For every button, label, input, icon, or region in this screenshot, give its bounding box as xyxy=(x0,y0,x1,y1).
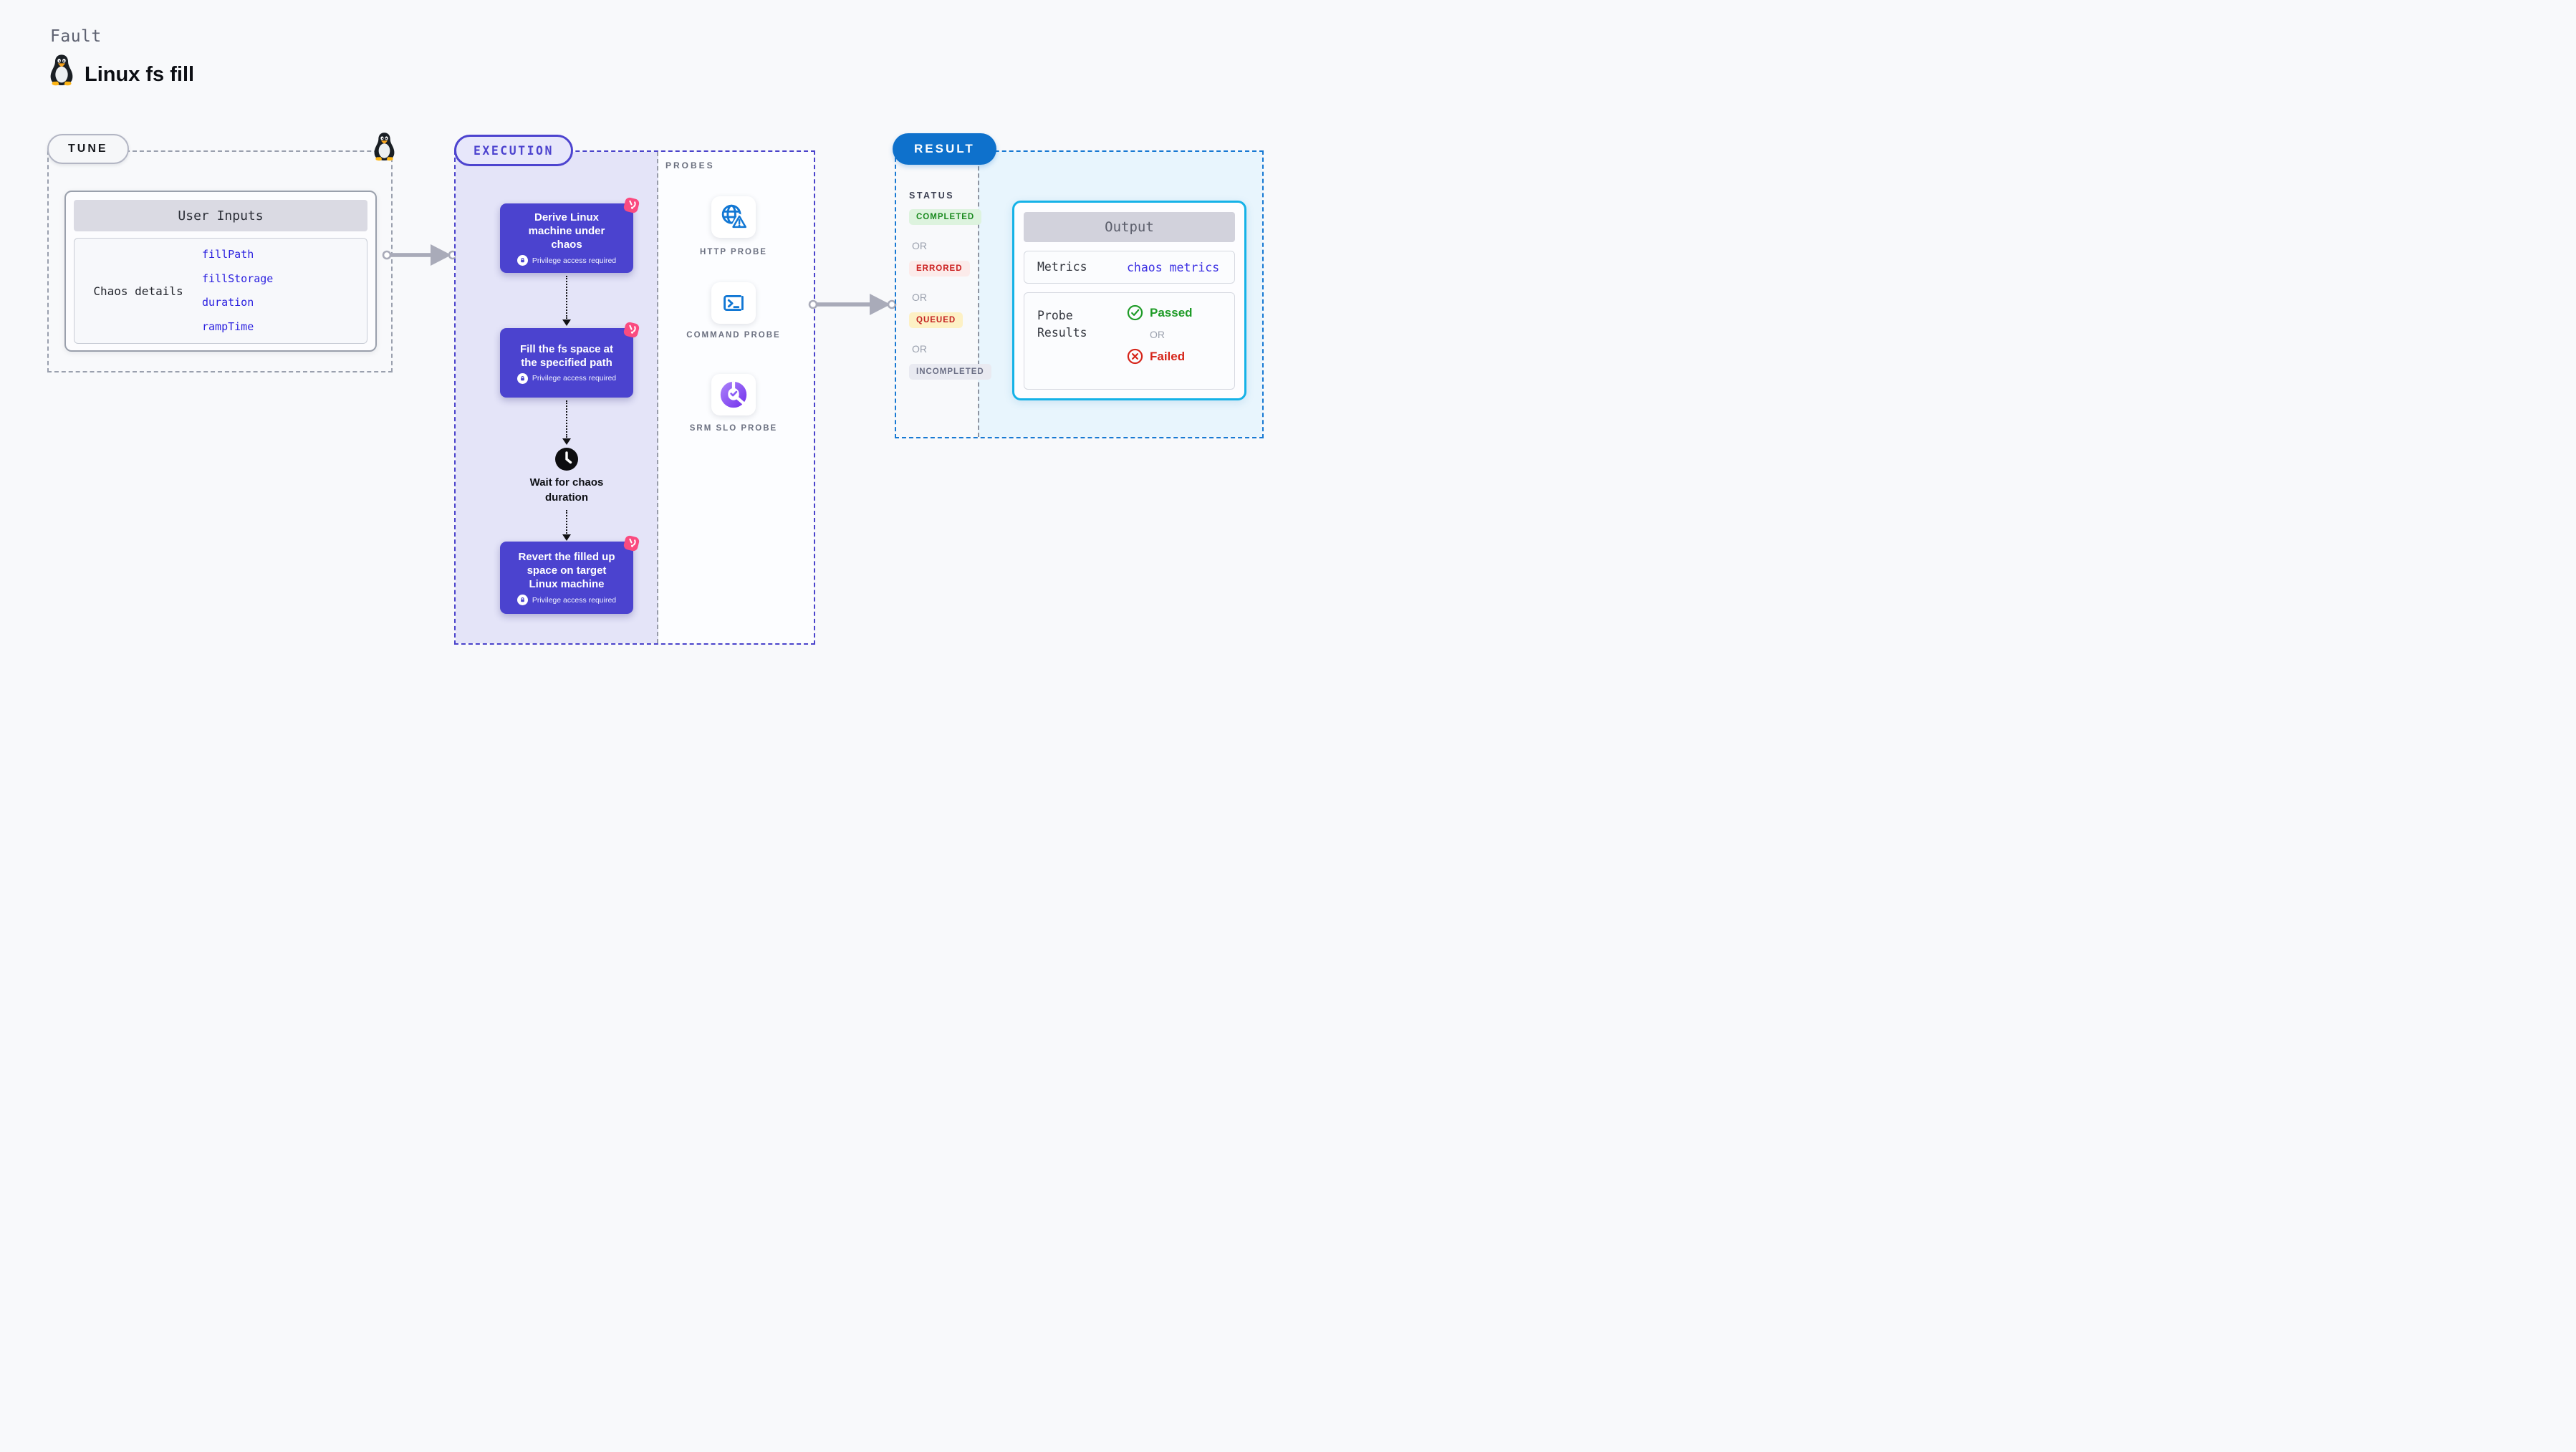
flow-connector-arrowhead xyxy=(562,319,571,326)
probe-label-srm-slo: SRM SLO PROBE xyxy=(689,424,778,433)
or-separator: OR xyxy=(912,292,927,303)
flow-node-revert-space[interactable]: Revert the filled up space on target Lin… xyxy=(500,535,640,614)
chaos-burst-icon xyxy=(623,322,640,338)
passed-line: Passed xyxy=(1127,304,1193,321)
probe-results-row: Probe Results Passed OR Failed xyxy=(1024,292,1235,390)
flow-connector-arrowhead xyxy=(562,438,571,445)
x-circle-icon xyxy=(1127,348,1143,365)
field-ramptime[interactable]: rampTime xyxy=(202,319,254,333)
probe-results-values: Passed OR Failed xyxy=(1127,293,1193,365)
privilege-note: Privilege access required xyxy=(516,255,617,266)
arrow-right-connector xyxy=(808,294,897,315)
probe-label-http: HTTP PROBE xyxy=(700,248,767,256)
fault-kicker: Fault xyxy=(50,27,102,46)
flow-node-derive-machine[interactable]: Derive Linux machine under chaos Privile… xyxy=(500,197,640,273)
probe-label-command: COMMAND PROBE xyxy=(686,331,781,340)
field-duration[interactable]: duration xyxy=(202,296,254,309)
flow-node-fill-fs[interactable]: Fill the fs space at the specified path … xyxy=(500,322,640,398)
execution-section-pill: EXECUTION xyxy=(454,135,573,166)
result-section-pill: RESULT xyxy=(893,133,996,165)
flow-connector-line xyxy=(566,276,567,319)
page-title: Linux fs fill xyxy=(85,63,195,86)
privilege-note-text: Privilege access required xyxy=(532,256,617,265)
probe-card-http[interactable] xyxy=(711,196,756,238)
or-separator: OR xyxy=(912,343,927,355)
passed-text: Passed xyxy=(1150,305,1193,319)
linux-penguin-icon xyxy=(374,133,395,161)
user-inputs-card: User Inputs Chaos details fillPath fillS… xyxy=(64,191,377,352)
privilege-note: Privilege access required xyxy=(516,372,617,384)
arrow-right-connector xyxy=(382,244,458,266)
user-input-fields: fillPath fillStorage duration rampTime xyxy=(202,243,367,339)
status-badge-incompleted: INCOMPLETED xyxy=(909,364,991,380)
lock-icon xyxy=(516,255,528,266)
metrics-label: Metrics xyxy=(1037,260,1087,274)
failed-text: Failed xyxy=(1150,349,1186,363)
probe-card-srm-slo[interactable] xyxy=(711,374,756,415)
status-badge-queued: QUEUED xyxy=(909,312,963,328)
lock-icon xyxy=(516,372,528,384)
node-title: Derive Linux machine under chaos xyxy=(528,211,605,251)
wait-step-label: Wait for chaos duration xyxy=(529,476,604,504)
linux-penguin-icon xyxy=(50,54,73,86)
probe-card-command[interactable] xyxy=(711,282,756,324)
chaos-metrics-link[interactable]: chaos metrics xyxy=(1127,260,1220,274)
node-title: Fill the fs space at the specified path xyxy=(519,342,614,369)
privilege-note: Privilege access required xyxy=(516,595,617,605)
probes-heading: PROBES xyxy=(665,160,715,170)
user-inputs-header: User Inputs xyxy=(74,200,367,231)
or-separator: OR xyxy=(1150,329,1165,340)
field-fillpath[interactable]: fillPath xyxy=(202,248,254,261)
flow-connector-arrowhead xyxy=(562,534,571,541)
privilege-note-text: Privilege access required xyxy=(532,595,617,605)
tune-section-pill: TUNE xyxy=(47,134,129,164)
output-card: Output Metrics chaos metrics Probe Resul… xyxy=(1012,201,1246,400)
chaos-burst-icon xyxy=(623,535,640,552)
chaos-burst-icon xyxy=(623,197,640,213)
chaos-details-label: Chaos details xyxy=(93,284,183,298)
flow-connector-line xyxy=(566,510,567,534)
flow-connector-line xyxy=(566,400,567,438)
node-title: Revert the filled up space on target Lin… xyxy=(518,551,615,590)
tune-section-box xyxy=(47,150,393,372)
chaos-details-row: Chaos details fillPath fillStorage durat… xyxy=(74,238,367,344)
status-badge-completed: COMPLETED xyxy=(909,209,982,225)
failed-line: Failed xyxy=(1127,348,1193,365)
status-list: COMPLETED OR ERRORED OR QUEUED OR INCOMP… xyxy=(909,209,991,395)
status-badge-errored: ERRORED xyxy=(909,261,970,277)
or-separator: OR xyxy=(912,240,927,251)
probe-results-label: Probe Results xyxy=(1037,309,1087,340)
clock-icon xyxy=(555,448,578,471)
metrics-row: Metrics chaos metrics xyxy=(1024,251,1235,284)
status-heading: STATUS xyxy=(909,191,955,201)
check-circle-icon xyxy=(1127,304,1143,321)
output-header: Output xyxy=(1024,212,1235,242)
privilege-note-text: Privilege access required xyxy=(532,374,617,383)
terminal-icon xyxy=(724,295,744,311)
fault-diagram-canvas: Fault Linux fs fill TUNE User Inputs Cha… xyxy=(0,0,1288,726)
lock-icon xyxy=(516,595,528,605)
field-fillstorage[interactable]: fillStorage xyxy=(202,271,274,285)
globe-alert-icon xyxy=(721,204,749,230)
slo-donut-icon xyxy=(720,381,747,408)
